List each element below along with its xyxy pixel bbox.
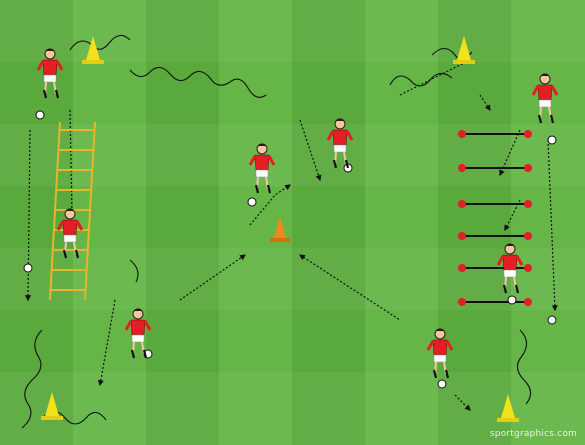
ball-icon [36,111,44,119]
ball-icon [438,380,446,388]
ball-icon [548,316,556,324]
ball-icon [24,264,32,272]
ball-icon [508,296,516,304]
watermark: sportgraphics.com [490,429,577,439]
ball-icon [548,136,556,144]
ball-icon [248,198,256,206]
